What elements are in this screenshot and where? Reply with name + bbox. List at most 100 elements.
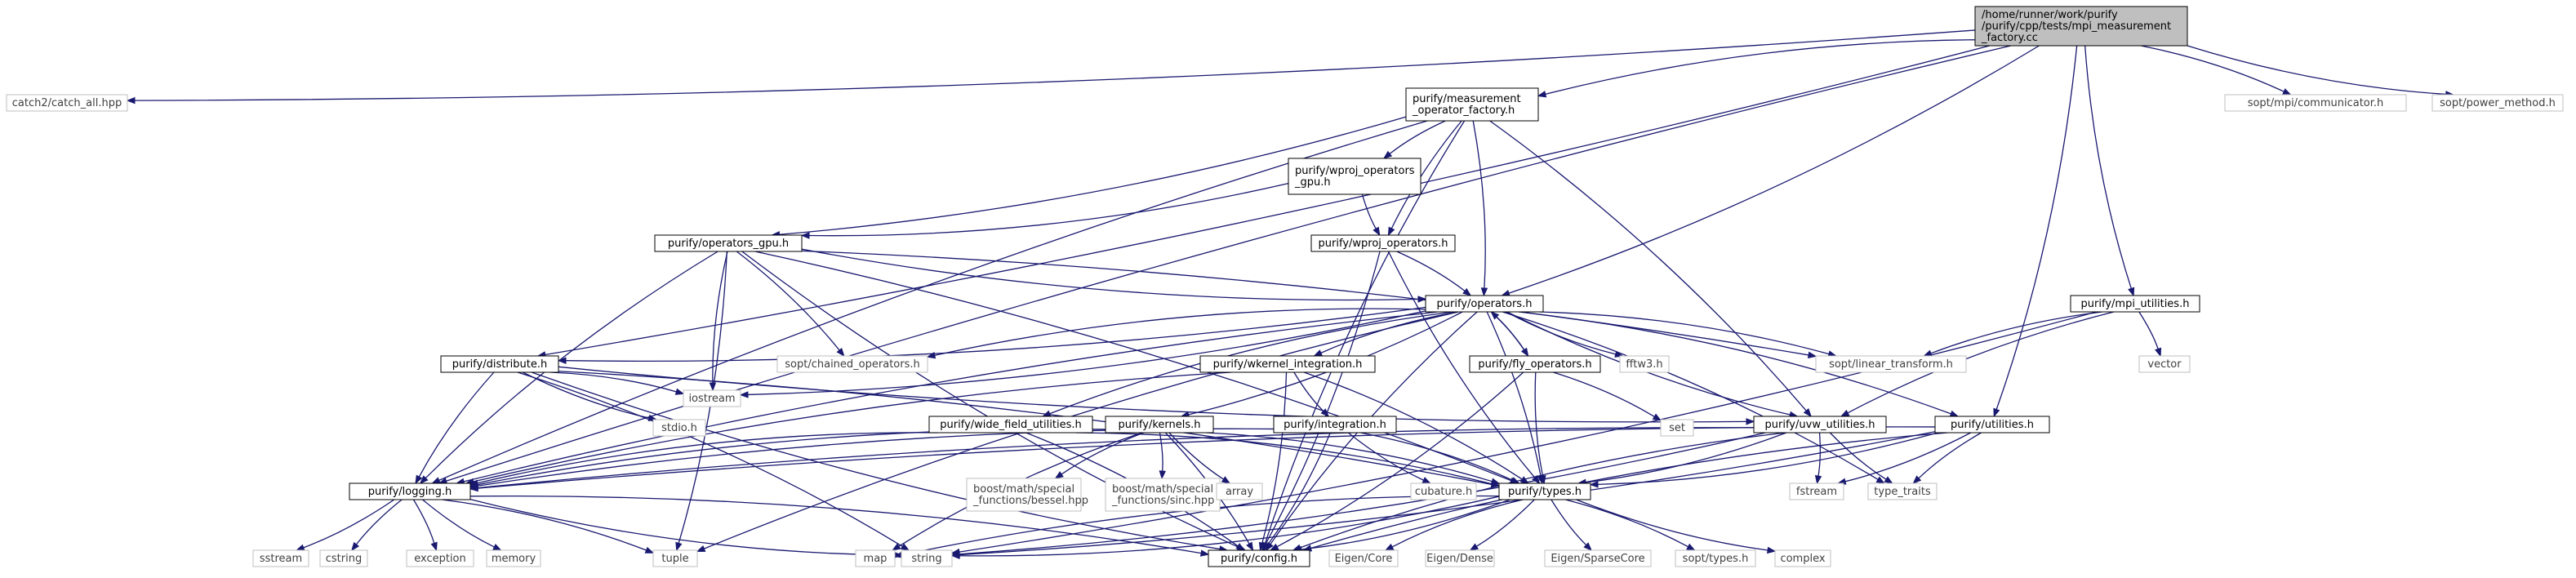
node-catch-label-0: catch2/catch_all.hpp (12, 97, 122, 109)
node-util[interactable]: purify/utilities.h (1934, 416, 2050, 434)
node-wpop[interactable]: purify/wproj_operators.h (1310, 234, 1456, 252)
node-cstring-label-0: cstring (326, 553, 362, 565)
node-eigdense-label-0: Eigen/Dense (1426, 553, 1493, 565)
node-ops[interactable]: purify/operators.h (1425, 295, 1544, 313)
node-wfu[interactable]: purify/wide_field_utilities.h (928, 416, 1093, 434)
node-eigsparse-box (1544, 549, 1652, 567)
node-eigcore-label-0: Eigen/Core (1335, 553, 1393, 565)
node-cubature: cubature.h (1410, 482, 1477, 500)
node-exception-box (406, 549, 474, 567)
arrowhead-flyops-to-config (1269, 543, 1279, 551)
node-mof[interactable]: purify/measurement_operator_factory.h (1405, 87, 1539, 122)
node-wkint[interactable]: purify/wkernel_integration.h (1199, 355, 1376, 373)
node-memory: memory (486, 549, 541, 567)
arrowhead-wfu-to-logging (469, 479, 479, 487)
node-eigdense-box (1425, 549, 1495, 567)
edge-logging-to-cstring (355, 499, 403, 545)
node-logging[interactable]: purify/logging.h (349, 482, 471, 500)
arrowhead-root-to-mof (1537, 91, 1547, 98)
node-cubature-label-0: cubature.h (1415, 486, 1472, 498)
edge-mpiu-to-uvw (1847, 311, 2115, 414)
arrowhead-mpiu-to-vector (2155, 347, 2162, 358)
arrowhead-root-to-util (1993, 407, 2000, 418)
edge-opgpu-to-logging (425, 251, 719, 479)
node-array-label-0: array (1226, 486, 1253, 498)
arrowhead-wpop-to-types (1532, 474, 1541, 485)
node-complex-label-0: complex (1780, 553, 1825, 565)
node-sstream-box (252, 549, 309, 567)
node-opgpu[interactable]: purify/operators_gpu.h (654, 234, 803, 252)
arrowhead-opgpu-to-lintr (1807, 351, 1817, 359)
arrowhead-logging-to-exception (430, 541, 438, 552)
node-tuple-box (652, 549, 698, 567)
edge-uvw-to-fstream (1817, 432, 1821, 477)
arrowhead-integ-to-config (1262, 541, 1271, 552)
node-wpgpu[interactable]: purify/wproj_operators_gpu.h (1288, 158, 1421, 195)
node-chained-box (776, 355, 928, 373)
edge-flyops-to-set (1553, 371, 1655, 417)
edge-kernels-to-bessel (1061, 432, 1144, 475)
arrowhead-mpiu-to-uvw (1840, 409, 1850, 417)
edge-types-to-eigcore (1391, 499, 1524, 548)
edge-uvw-to-logging (477, 427, 1755, 489)
node-kernels[interactable]: purify/kernels.h (1105, 416, 1214, 434)
edge-ops-to-types (1486, 311, 1542, 477)
arrowhead-types-to-string (950, 552, 960, 559)
node-fftw-box (1619, 355, 1670, 373)
arrowhead-logging-to-cstring (351, 541, 360, 552)
arrowhead-types-to-complex (1767, 546, 1777, 554)
edge-uvw-to-config (1300, 432, 1786, 549)
arrowhead-kernels-to-map (892, 543, 901, 551)
node-set-box (1660, 419, 1694, 437)
edge-dist-to-config (531, 371, 1221, 550)
edge-uvw-to-string (959, 432, 1766, 555)
node-bessel-label-1: _functions/bessel.hpp (972, 495, 1088, 507)
node-config[interactable]: purify/config.h (1208, 549, 1310, 567)
node-util-label-0: purify/utilities.h (1951, 419, 2034, 431)
node-stdio-box (652, 419, 706, 437)
arrowhead-flyops-to-set (1652, 413, 1662, 421)
node-iostream-label-0: iostream (688, 393, 735, 405)
edge-root-to-util (1995, 45, 2078, 410)
edge-opgpu-to-lintr (801, 250, 1809, 356)
arrowhead-logging-to-config (1199, 549, 1210, 557)
node-powm-label-0: sopt/power_method.h (2440, 97, 2556, 109)
node-dist[interactable]: purify/distribute.h (440, 355, 559, 373)
node-flyops[interactable]: purify/fly_operators.h (1469, 355, 1601, 373)
node-fstream: fstream (1789, 482, 1844, 500)
node-root[interactable]: /home/runner/work/purify/purify/cpp/test… (1974, 6, 2188, 47)
node-wpgpu-label-1: _gpu.h (1294, 176, 1331, 189)
node-uvw-label-0: purify/uvw_utilities.h (1765, 419, 1875, 431)
node-typetraits: type_traits (1867, 482, 1938, 500)
node-fftw-label-0: fftw3.h (1626, 358, 1662, 371)
node-map: map (855, 549, 896, 567)
node-dist-label-0: purify/distribute.h (452, 358, 548, 371)
edge-wfu-to-types (1075, 432, 1493, 485)
node-set: set (1660, 419, 1694, 437)
node-lintr-box (1815, 355, 1967, 373)
arrowhead-mof-to-uvw (1803, 408, 1813, 418)
node-wpop-box (1310, 234, 1456, 252)
edge-logging-to-config (469, 495, 1202, 554)
arrowhead-mof-to-wpop (1387, 226, 1395, 237)
node-types[interactable]: purify/types.h (1498, 482, 1591, 500)
edge-opgpu-to-chained (736, 251, 840, 351)
edge-root-to-powm (2187, 45, 2446, 96)
node-cstring-box (319, 549, 368, 567)
node-mpiu[interactable]: purify/mpi_utilities.h (2070, 295, 2200, 313)
node-integ[interactable]: purify/integration.h (1273, 416, 1397, 434)
edge-util-to-typetraits (1918, 432, 1982, 479)
node-eigcore-box (1328, 549, 1399, 567)
arrowhead-types-to-sopttypes (1686, 543, 1696, 551)
edge-ops-to-fftw (1506, 311, 1616, 355)
edge-root-to-dist (545, 45, 1990, 356)
node-uvw[interactable]: purify/uvw_utilities.h (1753, 416, 1887, 434)
node-flyops-label-0: purify/fly_operators.h (1478, 358, 1591, 371)
node-uvw-box (1753, 416, 1887, 434)
arrowhead-util-to-logging (469, 484, 478, 492)
node-opgpu-label-0: purify/operators_gpu.h (668, 238, 789, 250)
edge-mof-to-uvw (1489, 120, 1807, 411)
arrowhead-logging-to-sstream (295, 544, 305, 551)
arrowhead-wkint-to-config (1258, 541, 1266, 552)
arrowhead-wpgpu-to-wpop (1373, 226, 1381, 237)
